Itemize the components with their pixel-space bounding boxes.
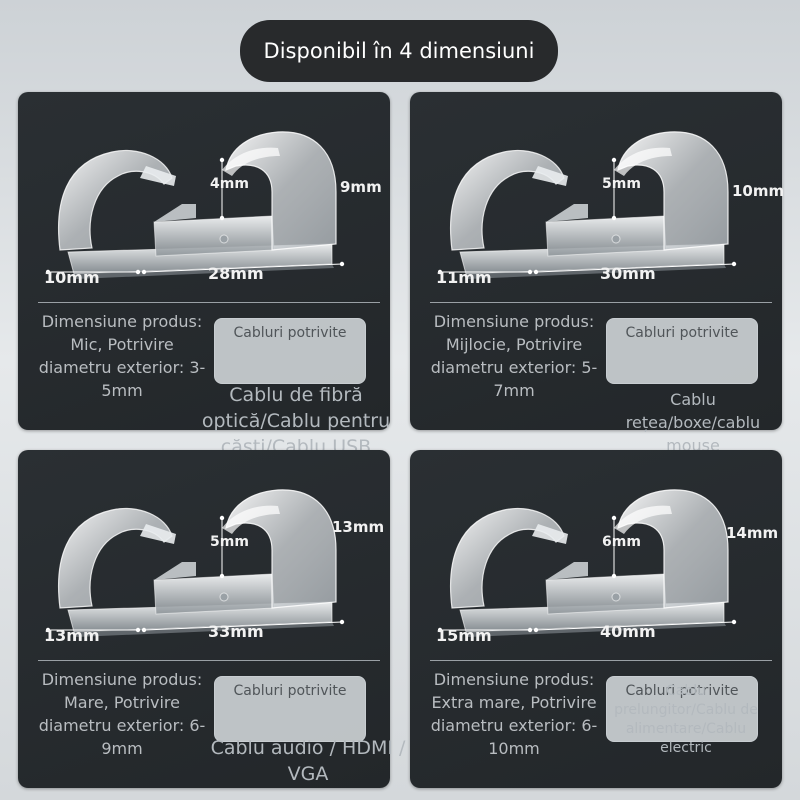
depth-dimension: 15mm [436, 626, 492, 645]
divider [38, 660, 380, 661]
size-card-large: 5mm 13mm 13mm 33mm Dimensiune produs: Ma… [18, 450, 405, 788]
width-dimension: 28mm [208, 264, 264, 283]
width-dimension: 40mm [600, 622, 656, 641]
compatible-cables-label: Cabluri potrivite [233, 325, 347, 341]
product-description: Dimensiune produs: Extra mare, Potrivire… [430, 670, 598, 758]
compatible-cable-types: Cablu rețea/boxe/cablu mouse [625, 390, 761, 455]
width-dimension: 30mm [600, 264, 656, 283]
height-dimension: 14mm [726, 524, 779, 542]
cable-clip-illustration [438, 131, 737, 279]
gap-dimension: 6mm [602, 534, 641, 550]
product-description: Dimensiune produs: Mare, Potrivire diame… [38, 670, 206, 758]
cable-clip-illustration [46, 489, 345, 637]
compatible-cables-label: Cabluri potrivite [233, 683, 347, 699]
compatible-cables-box: Cabluri potrivite [214, 318, 366, 384]
height-dimension: 10mm [732, 182, 785, 200]
compatible-cable-types: Cablu de fibră optică/Cablu pentru căști… [201, 384, 391, 458]
compatible-cables-box: Cabluri potrivite [214, 676, 366, 742]
size-card-extra-large: 6mm 14mm 15mm 40mm Dimensiune produs: Ex… [410, 450, 782, 788]
compatible-cable-types: Cablu audio / HDMI / VGA [210, 737, 406, 785]
gap-dimension: 5mm [210, 534, 249, 550]
depth-dimension: 13mm [44, 626, 100, 645]
compatible-cables-label: Cabluri potrivite [625, 683, 739, 699]
height-dimension: 13mm [332, 518, 385, 536]
product-description: Dimensiune produs: Mijlocie, Potrivire d… [430, 312, 598, 400]
page-title: Disponibil în 4 dimensiuni [240, 20, 558, 82]
compatible-cables-box: Cabluri potrivite [606, 676, 758, 742]
depth-dimension: 11mm [436, 268, 492, 287]
compatible-cables-label: Cabluri potrivite [625, 325, 739, 341]
size-card-small: 4mm 9mm 10mm 28mm Dimensiune produs: Mic… [18, 92, 390, 458]
depth-dimension: 10mm [44, 268, 100, 287]
size-card-medium: 5mm 10mm 11mm 30mm Dimensiune produs: Mi… [410, 92, 785, 455]
divider [38, 302, 380, 303]
cable-clip-illustration [438, 489, 737, 637]
product-description: Dimensiune produs: Mic, Potrivire diamet… [38, 312, 206, 400]
divider [430, 302, 772, 303]
cable-clip-illustration [46, 131, 345, 279]
height-dimension: 9mm [340, 178, 382, 196]
gap-dimension: 5mm [602, 176, 641, 192]
width-dimension: 33mm [208, 622, 264, 641]
gap-dimension: 4mm [210, 176, 249, 192]
divider [430, 660, 772, 661]
compatible-cable-types: Cablu prelungitor/Cablu de alimentare/Ca… [614, 683, 758, 756]
compatible-cables-box: Cabluri potrivite [606, 318, 758, 384]
